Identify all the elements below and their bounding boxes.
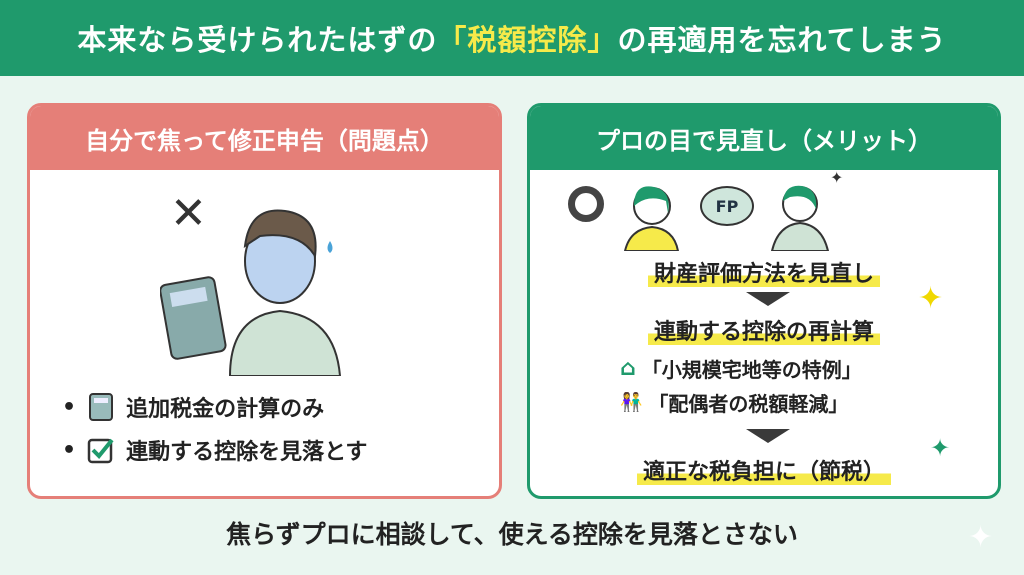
problem-panel: 自分で焦って修正申告（問題点） ✕ •追加税金の計算のみ •連動する控除を見落と… <box>27 103 502 499</box>
client-woman-icon <box>623 186 680 251</box>
step-text: 適正な税負担に（節税） <box>636 460 891 485</box>
down-arrow-icon <box>746 292 790 306</box>
fp-advisor-icon <box>770 185 830 251</box>
sub-item-text: 「小規模宅地等の特例」 <box>641 358 862 382</box>
problem-heading: 自分で焦って修正申告（問題点） <box>30 106 499 170</box>
sub-item-text: 「配偶者の税額軽減」 <box>648 392 849 416</box>
merit-heading: プロの目で見直し（メリット） <box>530 106 998 170</box>
down-arrow-icon <box>746 429 790 443</box>
sub-item: ⌂「小規模宅地等の特例」 <box>620 354 862 383</box>
title-banner: 本来なら受けられたはずの「税額控除」の再適用を忘れてしまう <box>0 0 1024 76</box>
calculator-icon <box>86 392 116 422</box>
sparkle-icon: ✦ <box>968 520 994 555</box>
title-text: 本来なら受けられたはずの <box>77 23 438 57</box>
couple-money-icon: 👫 <box>620 392 643 413</box>
step-2: 連動する控除の再計算 <box>530 314 998 346</box>
sparkle-icon: ✦ <box>918 281 944 316</box>
cross-mark-icon: ✕ <box>170 188 207 239</box>
step-3: 適正な税負担に（節税） <box>530 454 998 486</box>
title-highlight: 「税額控除」 <box>437 23 618 57</box>
house-land-icon: ⌂ <box>620 356 636 381</box>
bullet-item: •追加税金の計算のみ <box>62 391 324 423</box>
title-text-end: の再適用を忘れてしまう <box>617 23 947 57</box>
bullet-text: 連動する控除を見落とす <box>126 440 368 465</box>
sub-item: 👫「配偶者の税額軽減」 <box>620 388 848 417</box>
step-text: 財産評価方法を見直し <box>647 262 880 287</box>
circle-mark-icon <box>568 186 604 222</box>
step-text: 連動する控除の再計算 <box>647 320 880 345</box>
footer-message: 焦らずプロに相談して、使える控除を見落とさない <box>226 520 798 549</box>
bullet-text: 追加税金の計算のみ <box>126 397 325 422</box>
sparkle-icon: ✦ <box>830 168 844 187</box>
bullet-item: •連動する控除を見落とす <box>62 434 367 466</box>
step-1: 財産評価方法を見直し <box>530 256 998 288</box>
merit-panel: プロの目で見直し（メリット） FP ✦ 財産評価方法を見直し ✦ 連動する控除の… <box>527 103 1001 499</box>
fp-speech-bubble: FP <box>700 186 754 226</box>
worried-man-calculator-icon <box>160 209 342 376</box>
checkbox-checked-icon <box>86 435 116 465</box>
sparkle-icon: ✦ <box>930 434 951 462</box>
